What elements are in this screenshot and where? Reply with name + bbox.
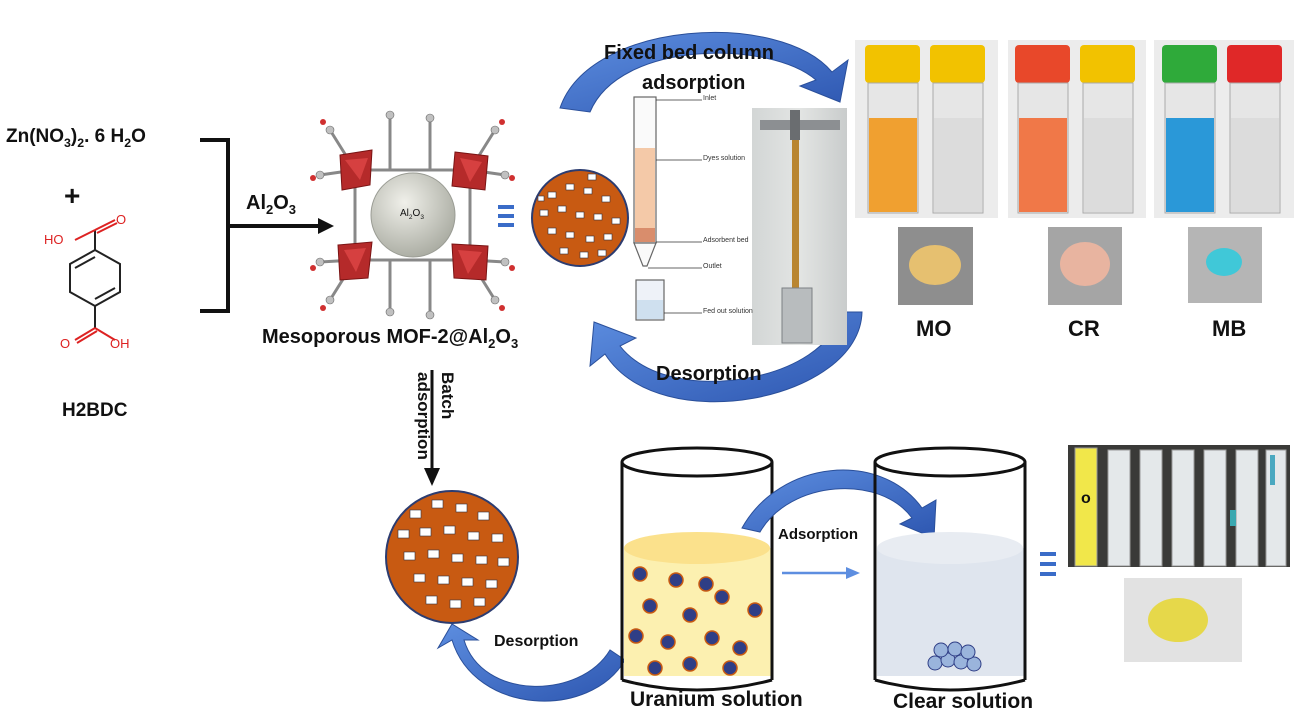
dye-vials-mb: [1154, 40, 1294, 218]
column-photo: [752, 108, 847, 345]
zinc-nitrate-label: Zn(NO3)2. 6 H2O: [6, 126, 146, 150]
h2bdc-label: H2BDC: [62, 400, 128, 421]
powder-cr: [1048, 227, 1122, 305]
column-label-inlet: Inlet: [703, 95, 717, 102]
alumina-reagent-label: Al2O3: [246, 192, 297, 217]
tube-mark: o: [1081, 490, 1091, 507]
atom-ho: HO: [44, 232, 64, 247]
clear-beaker: [873, 446, 1027, 692]
column-label-dyes: Dyes solution: [703, 155, 746, 162]
synthesis-arrow-head: [318, 218, 334, 234]
atom-o-top: O: [116, 212, 127, 227]
dye-label-mo: MO: [916, 316, 952, 341]
column-label-fed-out: Fed out solution: [703, 308, 753, 315]
plus-sign: +: [64, 180, 81, 211]
mof-name-label: Mesoporous MOF-2@Al2O3: [262, 326, 519, 351]
powder-mb: [1188, 227, 1262, 303]
column-label-outlet: Outlet: [703, 263, 722, 270]
dye-vials-mo: [855, 40, 998, 218]
powder-mo: [898, 227, 973, 305]
h2bdc-structure: [69, 219, 121, 344]
batch-label-line1: Batch: [438, 372, 457, 420]
batch-arrow: [424, 370, 440, 486]
uranium-powder-photo: [1124, 578, 1242, 662]
batch-desorption-arrow: [436, 623, 626, 702]
fixed-bed-arrow-bottom: [589, 311, 863, 403]
batch-desorption-label: Desorption: [494, 633, 579, 650]
equals-bottom: [1040, 552, 1056, 576]
fixed-bed-arrow-top: [559, 32, 849, 113]
dye-vials-cr: [1008, 40, 1146, 218]
dye-label-mb: MB: [1212, 316, 1247, 341]
batch-adsorption-label: Adsorption: [778, 526, 858, 543]
atom-oh: OH: [110, 336, 130, 351]
column-label-bed: Adsorbent bed: [703, 237, 749, 244]
uranium-tubes-photo: [1068, 445, 1290, 567]
uranium-beaker: [620, 446, 774, 692]
equals-top: [498, 205, 514, 227]
alumina-core: [370, 172, 456, 258]
dye-label-cr: CR: [1068, 316, 1100, 341]
fixed-bed-desorption-label: Desorption: [656, 363, 762, 385]
mof-framework: [310, 110, 515, 320]
uranium-solution-label: Uranium solution: [630, 688, 803, 711]
fixed-bed-title-line1: Fixed bed column: [604, 42, 775, 64]
batch-label-line2: adsorption: [414, 372, 433, 460]
column-schematic: [633, 96, 702, 321]
adsorbent-particle-top: [531, 169, 629, 267]
atom-o-bottom: O: [60, 336, 71, 351]
clear-solution-label: Clear solution: [893, 690, 1034, 713]
adsorbent-particle-bottom: [385, 490, 519, 624]
synthesis-bracket: [200, 138, 320, 313]
alumina-core-label: Al2O3: [400, 208, 424, 221]
fixed-bed-title-line2: adsorption: [642, 72, 746, 94]
adsorption-straight-arrow: [782, 567, 860, 579]
